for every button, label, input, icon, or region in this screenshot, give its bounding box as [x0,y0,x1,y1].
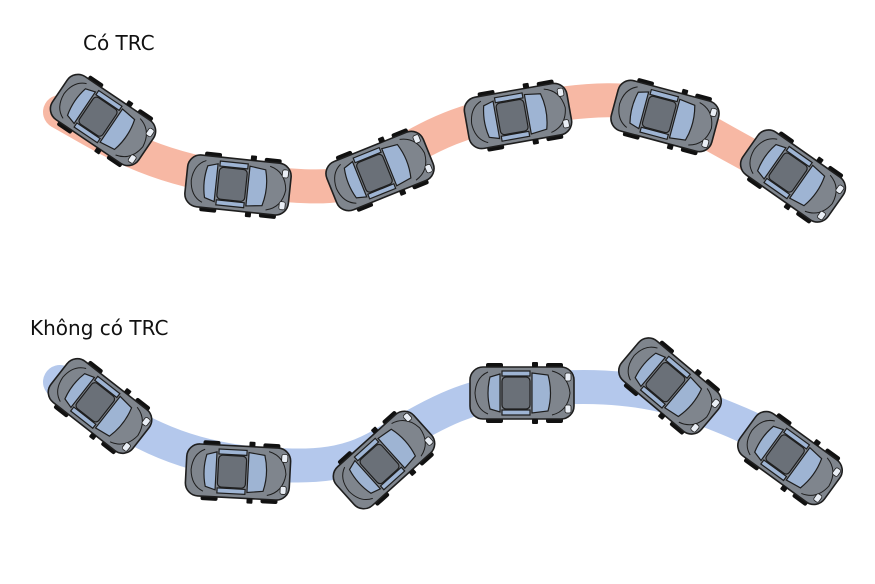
car-icon [183,437,293,507]
car-icon [469,361,575,425]
car-icon [460,75,576,157]
with-trc-panel [41,64,855,233]
without-trc-panel [39,328,852,519]
with-trc-label: Có TRC [83,31,155,55]
car-icon [319,121,441,221]
car-icon [605,71,725,161]
without-trc-label: Không có TRC [30,316,169,340]
car-icon [182,147,294,223]
